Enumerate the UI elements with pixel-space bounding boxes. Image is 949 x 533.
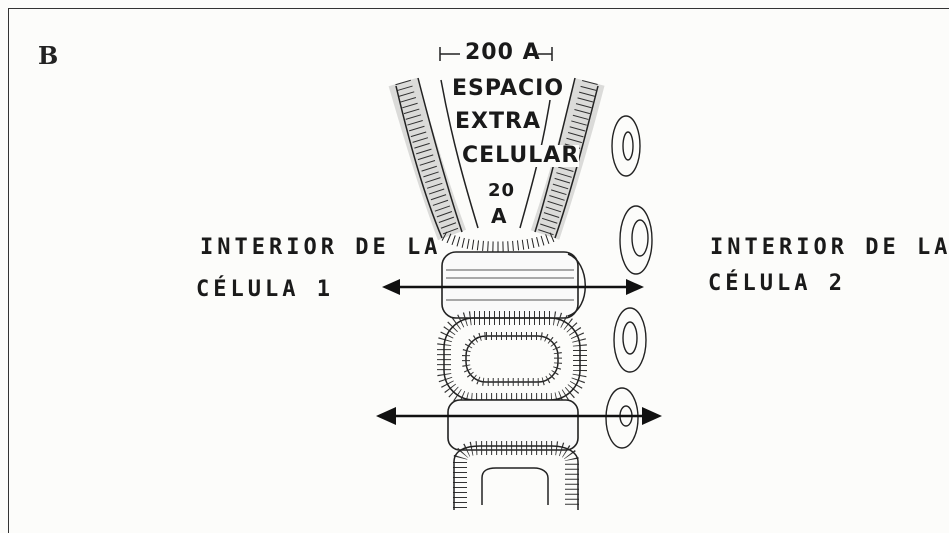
membrane-junction-cap <box>441 231 558 252</box>
extracellular-space-label-line-1: ESPACIO <box>452 76 565 101</box>
panel-label: B <box>38 41 59 70</box>
cell-1-label-line-1: INTERIOR DE LA <box>200 235 442 260</box>
connexon-end-views <box>605 115 653 449</box>
cell-2-label-line-2: CÉLULA 2 <box>708 271 846 296</box>
cell-2-label-line-1: INTERIOR DE LA <box>710 235 949 260</box>
upper-transport-arrow <box>382 279 644 295</box>
cell-1-label-line-2: CÉLULA 1 <box>196 277 334 302</box>
lower-connexon-channel <box>447 399 579 451</box>
frame-left-border <box>8 8 9 533</box>
membrane-thickness-label-unit: A <box>491 204 508 228</box>
extracellular-space-label-line-3: CELULAR <box>462 143 580 168</box>
membrane-thickness-label-number: 20 <box>488 180 516 201</box>
middle-membrane-loop <box>437 311 587 407</box>
upper-connexon-channel <box>441 251 586 319</box>
lower-transport-arrow <box>376 407 662 425</box>
gap-width-dimension <box>439 47 553 61</box>
frame-top-border <box>8 8 949 9</box>
left-cell-membrane <box>388 77 479 241</box>
extracellular-space-label-line-2: EXTRA <box>455 109 541 134</box>
bottom-membrane <box>453 441 579 510</box>
gap-width-label: 200 A <box>465 40 541 65</box>
